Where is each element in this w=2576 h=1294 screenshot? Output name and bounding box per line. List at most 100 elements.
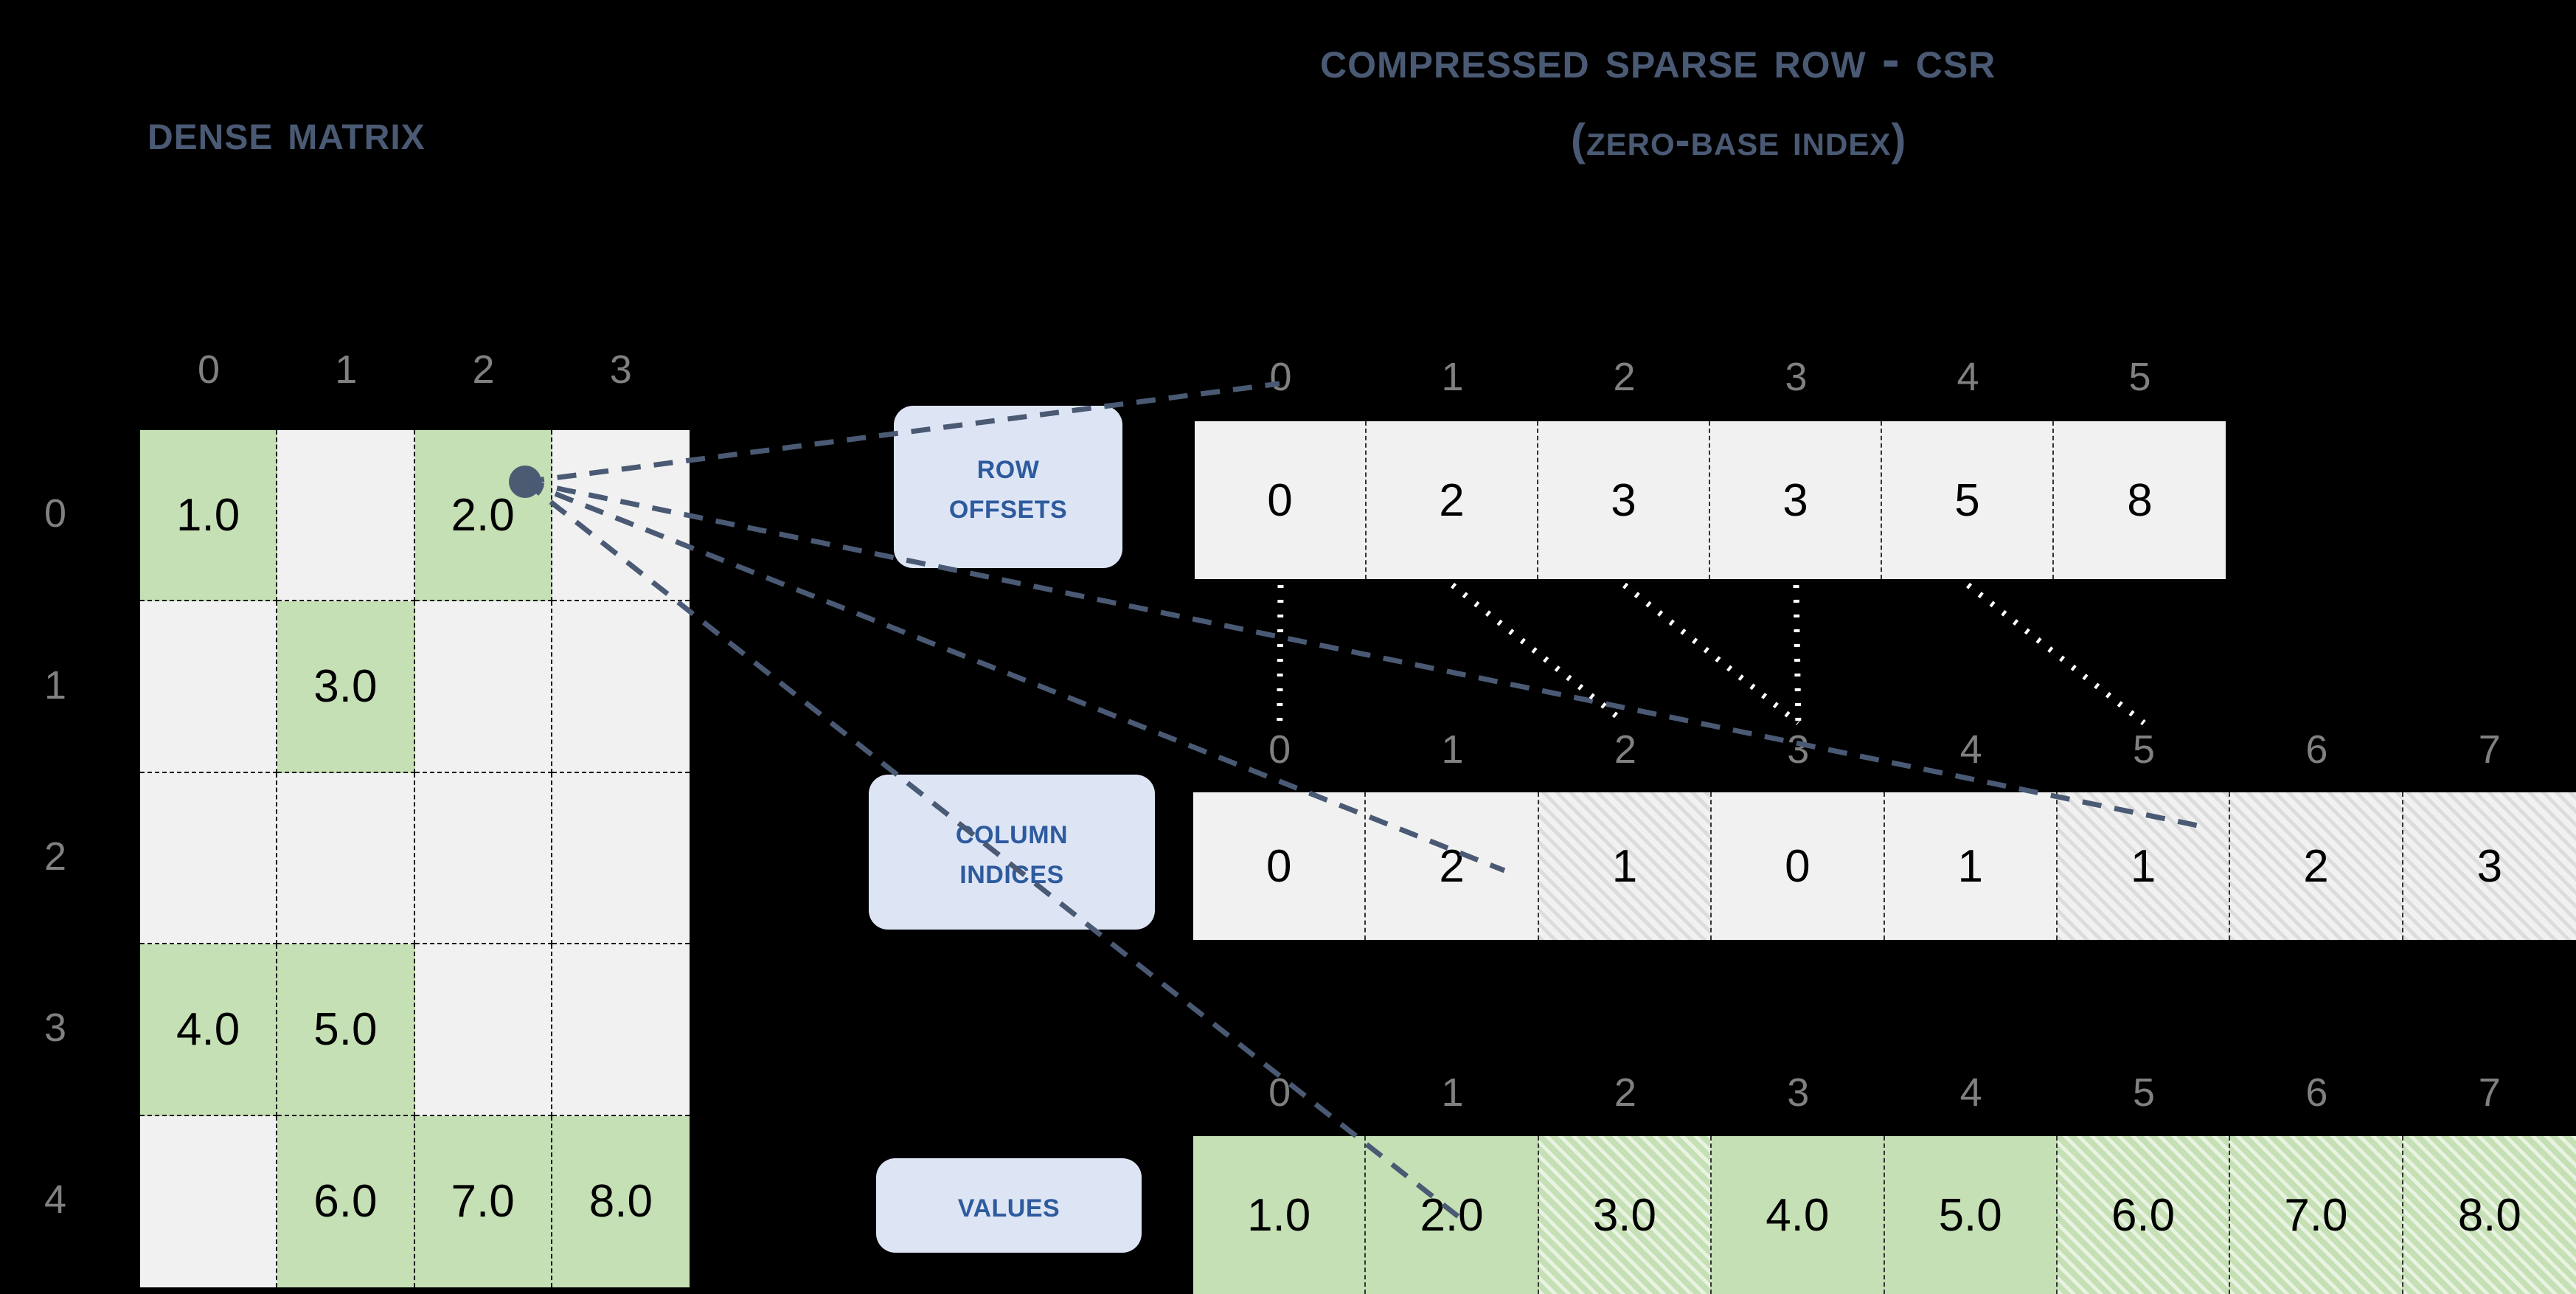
array-cell: 1 bbox=[1884, 792, 2058, 940]
dense-matrix-row-header: 2 bbox=[44, 834, 67, 879]
label-values-text: Values bbox=[957, 1186, 1060, 1225]
dense-matrix-row bbox=[140, 772, 690, 945]
label-column-indices-line2: Indices bbox=[959, 852, 1064, 891]
label-row-offsets: Row Offsets bbox=[894, 406, 1122, 568]
label-row-offsets-line2: Offsets bbox=[948, 487, 1068, 526]
array-cell: 3 bbox=[1538, 421, 1710, 579]
dense-matrix-cell bbox=[414, 772, 552, 945]
dense-matrix-row-header: 0 bbox=[44, 491, 67, 536]
array-cell: 2 bbox=[2230, 792, 2403, 940]
dense-matrix-col-header: 3 bbox=[609, 347, 632, 392]
dense-matrix-cell bbox=[552, 944, 690, 1116]
dense-matrix-cell bbox=[140, 772, 278, 945]
array-cell: 1.0 bbox=[1193, 1136, 1367, 1294]
dense-matrix-cell bbox=[552, 430, 690, 602]
label-row-offsets-line1: Row bbox=[976, 447, 1040, 487]
dense-matrix-cell: 8.0 bbox=[552, 1115, 690, 1287]
array-index-label: 7 bbox=[2478, 1070, 2501, 1115]
array-cell: 3 bbox=[2403, 792, 2576, 940]
array-cell: 1 bbox=[1538, 792, 1712, 940]
array-index-label: 4 bbox=[1957, 355, 1979, 399]
array-cell: 6.0 bbox=[2057, 1136, 2231, 1294]
array-index-label: 3 bbox=[1787, 727, 1810, 772]
dense-matrix-cell bbox=[552, 772, 690, 945]
dense-matrix-cell: 4.0 bbox=[140, 944, 278, 1116]
dense-matrix-cell bbox=[414, 944, 552, 1116]
array-index-label: 2 bbox=[1613, 355, 1636, 399]
dense-matrix-col-header: 0 bbox=[197, 347, 221, 392]
dense-matrix-cell bbox=[552, 601, 690, 773]
row-offset-to-column-index-link bbox=[1966, 582, 2146, 726]
array-index-label: 0 bbox=[1268, 1070, 1291, 1115]
array-cell: 2 bbox=[1367, 421, 1538, 579]
dense-matrix-row: 1.0 2.0 bbox=[140, 430, 690, 602]
values-index-labels: 0 1 2 3 4 5 6 7 bbox=[1193, 1070, 2576, 1115]
array-cell: 8 bbox=[2054, 421, 2226, 579]
array-cell: 3 bbox=[1710, 421, 1882, 579]
dense-matrix-cell bbox=[140, 601, 278, 773]
page-title-dense-matrix: Dense Matrix bbox=[147, 104, 426, 160]
dense-matrix-col-header: 1 bbox=[335, 347, 358, 392]
dense-matrix-cell bbox=[140, 1115, 278, 1287]
array-index-label: 4 bbox=[1959, 727, 1982, 772]
row-offset-to-column-index-link bbox=[1622, 582, 1800, 726]
label-column-indices: Column Indices bbox=[869, 775, 1155, 930]
dense-matrix-cell: 5.0 bbox=[277, 944, 415, 1116]
row-offsets-index-labels: 0 1 2 3 4 5 bbox=[1195, 354, 2226, 400]
array-index-label: 1 bbox=[1441, 727, 1464, 772]
array-index-label: 1 bbox=[1441, 1070, 1464, 1115]
dense-matrix-row: 3.0 bbox=[140, 601, 690, 773]
array-cell: 2.0 bbox=[1366, 1136, 1539, 1294]
array-index-label: 0 bbox=[1268, 727, 1291, 772]
dense-matrix-cell: 3.0 bbox=[277, 601, 415, 773]
array-index-label: 3 bbox=[1785, 355, 1808, 399]
array-cell: 0 bbox=[1712, 792, 1885, 940]
array-index-label: 1 bbox=[1441, 355, 1464, 399]
array-cell: 3.0 bbox=[1538, 1136, 1712, 1294]
page-title-csr: Compressed Sparse Row - CSR bbox=[1320, 30, 1996, 89]
array-index-label: 6 bbox=[2305, 1070, 2328, 1115]
row-offset-to-column-index-link bbox=[1793, 584, 1802, 724]
dense-matrix-row-header: 4 bbox=[44, 1177, 67, 1222]
page-subtitle-csr: (zero-base index) bbox=[1571, 115, 1907, 165]
array-cell: 2 bbox=[1366, 792, 1539, 940]
dense-matrix-cell: 7.0 bbox=[414, 1115, 552, 1287]
label-values: Values bbox=[876, 1158, 1142, 1253]
array-index-label: 6 bbox=[2305, 727, 2328, 772]
dense-matrix-cell: 6.0 bbox=[277, 1115, 415, 1287]
array-index-label: 2 bbox=[1614, 727, 1636, 772]
array-cell: 5.0 bbox=[1884, 1136, 2058, 1294]
anchor-dot-icon bbox=[509, 466, 541, 498]
array-index-label: 5 bbox=[2133, 1070, 2156, 1115]
dense-matrix-cell bbox=[277, 772, 415, 945]
dense-matrix-cell: 1.0 bbox=[140, 430, 278, 602]
row-offset-to-column-index-link bbox=[1451, 582, 1628, 726]
dense-matrix-col-header: 2 bbox=[472, 347, 495, 392]
dense-matrix-row-header: 3 bbox=[44, 1006, 67, 1051]
array-cell: 0 bbox=[1195, 421, 1367, 579]
array-index-label: 5 bbox=[2133, 727, 2156, 772]
array-index-label: 2 bbox=[1614, 1070, 1636, 1115]
dense-matrix-row-header: 1 bbox=[44, 662, 67, 707]
array-cell: 4.0 bbox=[1712, 1136, 1885, 1294]
array-cell: 1 bbox=[2057, 792, 2231, 940]
array-index-label: 4 bbox=[1959, 1070, 1982, 1115]
array-cell: 7.0 bbox=[2230, 1136, 2403, 1294]
dense-matrix-cell bbox=[414, 601, 552, 773]
array-index-label: 3 bbox=[1787, 1070, 1810, 1115]
array-index-label: 5 bbox=[2128, 355, 2151, 399]
array-cell: 0 bbox=[1193, 792, 1367, 940]
array-index-label: 0 bbox=[1269, 355, 1292, 399]
array-cell: 8.0 bbox=[2403, 1136, 2576, 1294]
label-column-indices-line1: Column bbox=[955, 812, 1069, 852]
dense-matrix-cell: 2.0 bbox=[414, 430, 552, 602]
array-cell: 5 bbox=[1882, 421, 2054, 579]
dense-matrix-cell bbox=[277, 430, 415, 602]
